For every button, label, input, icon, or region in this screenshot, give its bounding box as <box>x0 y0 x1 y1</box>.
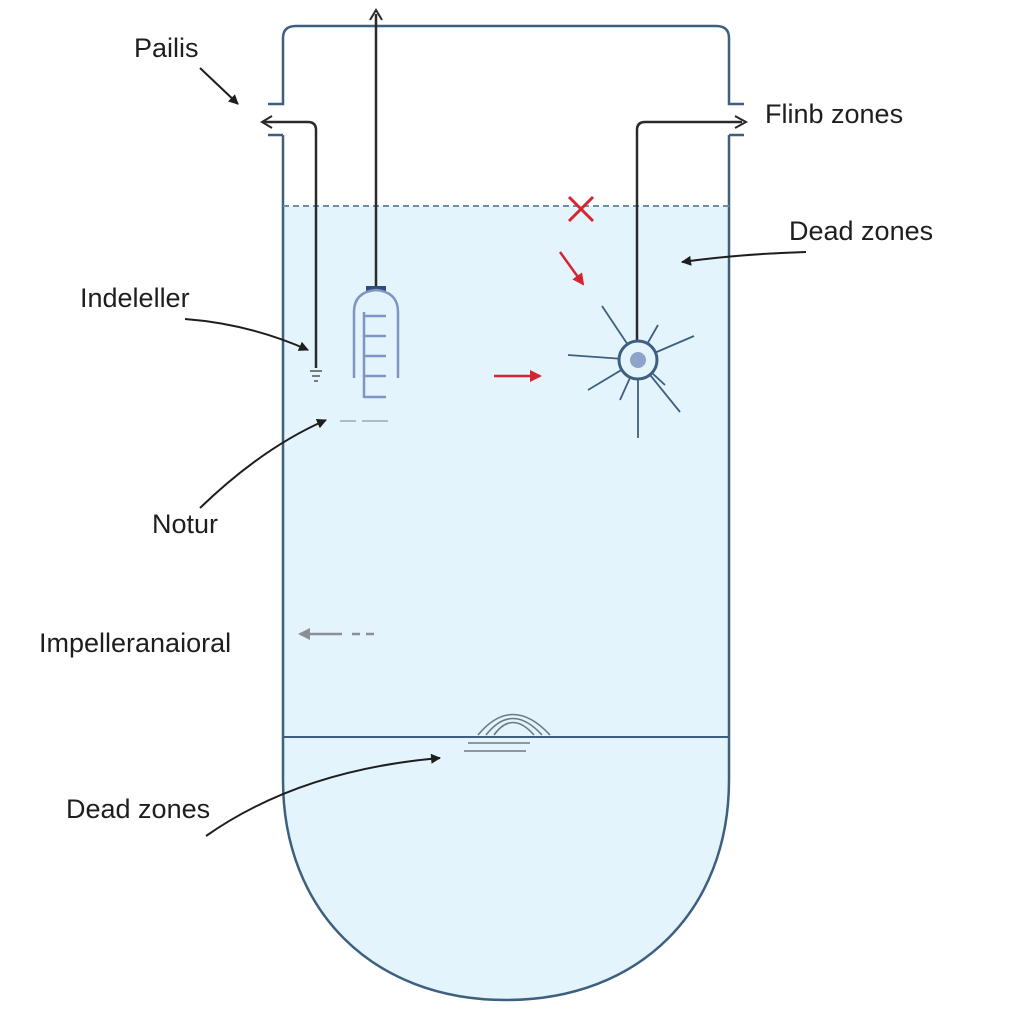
sensor-probe-icon <box>340 286 400 422</box>
dead-zones-upper-arrow <box>681 251 807 266</box>
label-notur: Notur <box>152 509 218 539</box>
label-flinb-zones: Flinb zones <box>765 99 903 129</box>
right-outlet-pipe <box>635 120 742 360</box>
label-impeller-anaioral: Impelleranaioral <box>39 628 231 658</box>
x-mark-icon <box>567 195 595 223</box>
shaft-top-arrow-icon <box>369 8 383 21</box>
label-indeleller: Indeleller <box>80 283 190 313</box>
right-pipe-arrow-icon <box>734 115 749 129</box>
vessel-lid <box>268 24 744 106</box>
bubble-arc-icon <box>464 713 551 752</box>
left-inlet-pipe <box>264 120 318 368</box>
notur-arrow <box>199 419 327 509</box>
radial-impeller-icon <box>567 305 695 438</box>
red-flow-arrow-diagonal <box>558 251 585 286</box>
pailis-arrow <box>199 67 239 105</box>
dead-zones-lower-arrow <box>205 753 441 837</box>
vessel-outline <box>281 135 731 1002</box>
label-dead-zones-upper: Dead zones <box>789 216 933 246</box>
indeleller-arrow <box>184 318 309 351</box>
left-pipe-arrow-icon <box>260 115 273 129</box>
liquid-fill <box>283 206 729 1000</box>
label-pailis: Pailis <box>134 33 199 63</box>
sparger-tip-icon <box>310 370 322 382</box>
label-dead-zones-lower: Dead zones <box>66 794 210 824</box>
